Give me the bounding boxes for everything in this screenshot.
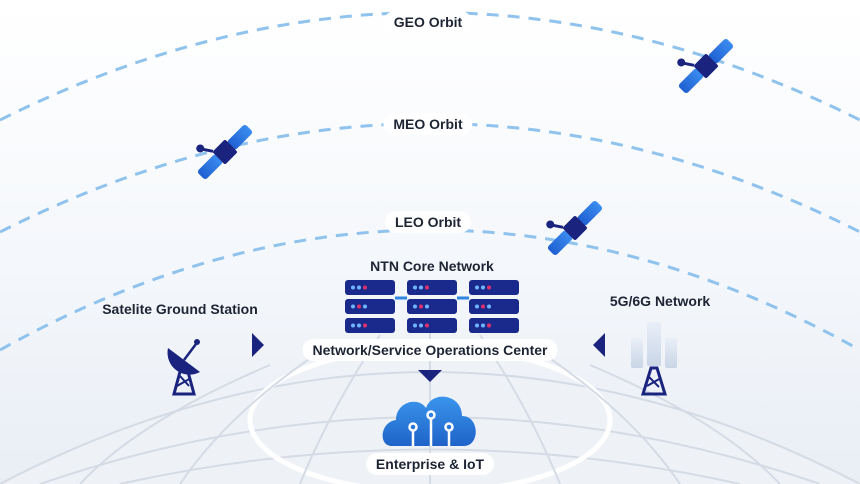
meo-orbit-label: MEO Orbit (383, 113, 473, 135)
network-5g6g-label: 5G/6G Network (609, 293, 711, 309)
arrow-left-icon (593, 333, 605, 357)
arrow-right-icon (252, 333, 264, 357)
cloud-iot-icon (382, 396, 476, 446)
ground-station-label: Satelite Ground Station (102, 301, 258, 317)
server-rack-icon (345, 280, 519, 333)
leo-orbit-label: LEO Orbit (384, 211, 472, 233)
enterprise-iot-label: Enterprise & IoT (365, 453, 495, 475)
meo-satellite-icon (182, 109, 257, 184)
operations-center-label: Network/Service Operations Center (302, 339, 558, 361)
geo-satellite-icon (663, 23, 738, 98)
ntn-core-network-label: NTN Core Network (370, 258, 494, 274)
geo-orbit-label: GEO Orbit (383, 11, 473, 33)
cell-tower-icon (631, 322, 677, 396)
arrow-down-icon (418, 370, 442, 382)
satellite-dish-icon (167, 339, 200, 396)
